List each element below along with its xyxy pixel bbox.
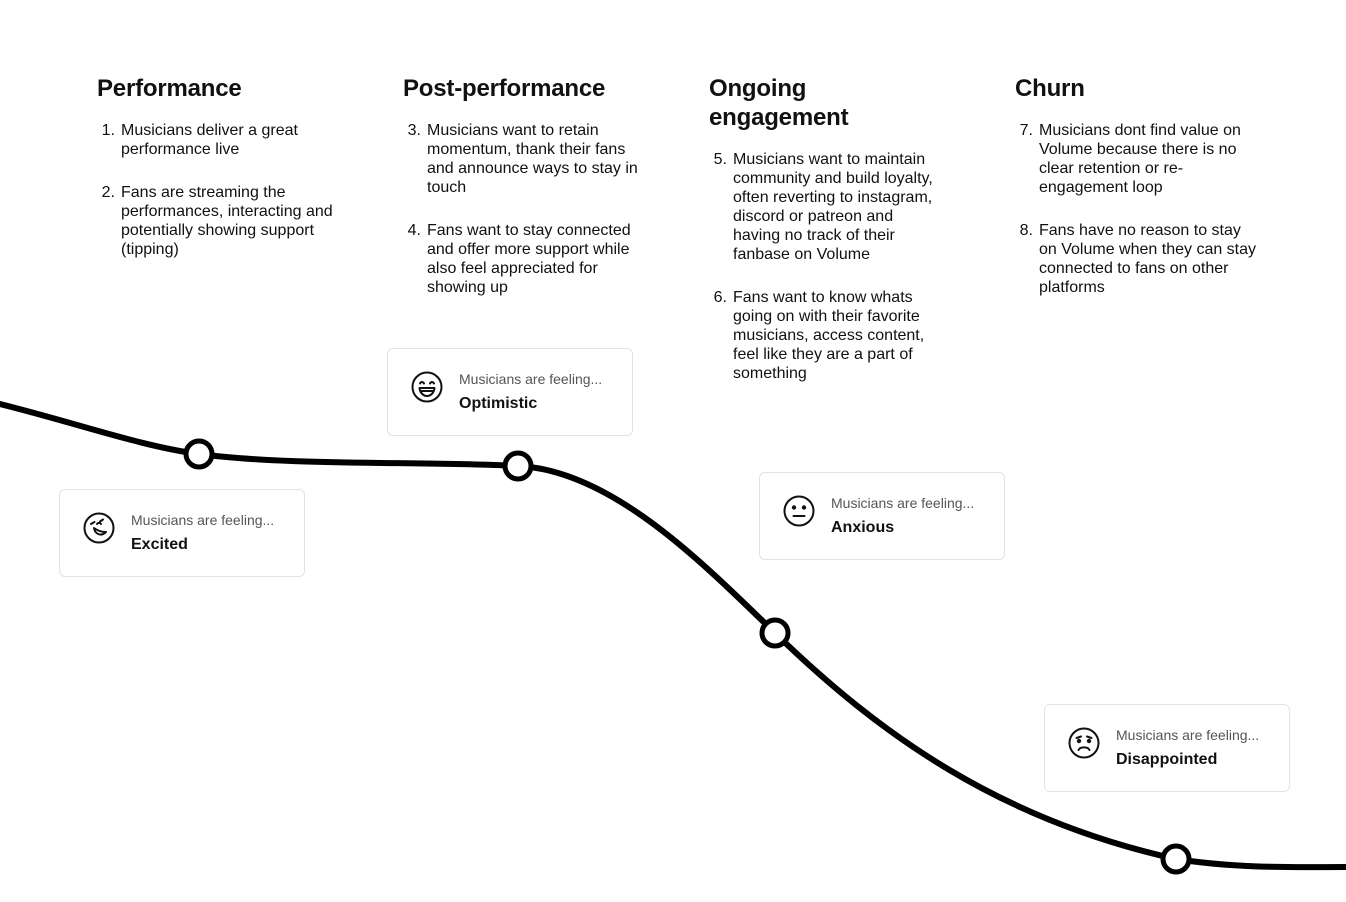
list-text: Fans have no reason to stay on Volume wh… xyxy=(1039,222,1257,296)
list-text: Fans want to know whats going on with th… xyxy=(733,289,925,382)
feeling-card-optimistic: Musicians are feeling... Optimistic xyxy=(387,348,633,436)
stage-ongoing-engagement: Ongoing engagement 5. Musicians want to … xyxy=(709,74,944,407)
list-number: 8. xyxy=(1019,222,1033,239)
list-item: 7. Musicians dont find value on Volume b… xyxy=(1015,121,1260,197)
journey-point-post-performance xyxy=(502,450,534,482)
stage-list: 1. Musicians deliver a great performance… xyxy=(97,121,347,259)
list-text: Musicians want to retain momentum, thank… xyxy=(427,122,638,196)
list-item: 5. Musicians want to maintain community … xyxy=(709,150,944,264)
list-text: Musicians deliver a great performance li… xyxy=(121,122,298,158)
frowning-face-icon xyxy=(1067,726,1101,760)
feeling-prefix: Musicians are feeling... xyxy=(459,371,603,387)
stage-title: Performance xyxy=(97,75,242,102)
stage-churn: Churn 7. Musicians dont find value on Vo… xyxy=(1015,74,1260,321)
journey-point-performance xyxy=(183,438,215,470)
list-number: 1. xyxy=(101,122,115,139)
feeling-value: Disappointed xyxy=(1116,751,1218,768)
journey-point-churn xyxy=(1160,843,1192,875)
feeling-card-excited: Musicians are feeling... Excited xyxy=(59,489,305,577)
list-item: 8. Fans have no reason to stay on Volume… xyxy=(1015,221,1260,297)
feeling-value: Anxious xyxy=(831,519,895,536)
list-number: 6. xyxy=(713,289,727,306)
stage-title: Ongoing engagement xyxy=(709,75,849,131)
feeling-value: Excited xyxy=(131,536,188,553)
stage-list: 5. Musicians want to maintain community … xyxy=(709,150,944,383)
stage-performance: Performance 1. Musicians deliver a great… xyxy=(97,74,347,283)
excited-face-icon xyxy=(82,511,116,545)
list-text: Fans want to stay connected and offer mo… xyxy=(427,222,631,296)
list-number: 2. xyxy=(101,184,115,201)
journey-point-ongoing-engagement xyxy=(759,617,791,649)
feeling-value: Optimistic xyxy=(459,395,538,412)
feeling-prefix: Musicians are feeling... xyxy=(131,512,275,528)
list-text: Fans are streaming the performances, int… xyxy=(121,184,333,258)
stage-title: Post-performance xyxy=(403,75,606,102)
list-item: 2. Fans are streaming the performances, … xyxy=(97,183,347,259)
feeling-prefix: Musicians are feeling... xyxy=(1116,727,1260,743)
emotion-line xyxy=(0,401,1346,871)
list-text: Musicians want to maintain community and… xyxy=(733,151,933,263)
grinning-face-icon xyxy=(410,370,444,404)
stage-title: Churn xyxy=(1015,75,1085,102)
list-item: 1. Musicians deliver a great performance… xyxy=(97,121,347,159)
feeling-card-anxious: Musicians are feeling... Anxious xyxy=(759,472,1005,560)
list-item: 4. Fans want to stay connected and offer… xyxy=(403,221,653,297)
list-text: Musicians dont find value on Volume beca… xyxy=(1039,122,1241,196)
stage-post-performance: Post-performance 3. Musicians want to re… xyxy=(403,74,653,321)
stage-list: 3. Musicians want to retain momentum, th… xyxy=(403,121,653,297)
list-item: 6. Fans want to know whats going on with… xyxy=(709,288,944,383)
list-number: 4. xyxy=(407,222,421,239)
neutral-face-icon xyxy=(782,494,816,528)
feeling-card-disappointed: Musicians are feeling... Disappointed xyxy=(1044,704,1290,792)
feeling-prefix: Musicians are feeling... xyxy=(831,495,975,511)
stage-list: 7. Musicians dont find value on Volume b… xyxy=(1015,121,1260,297)
list-number: 5. xyxy=(713,151,727,168)
list-number: 3. xyxy=(407,122,421,139)
list-number: 7. xyxy=(1019,122,1033,139)
list-item: 3. Musicians want to retain momentum, th… xyxy=(403,121,653,197)
